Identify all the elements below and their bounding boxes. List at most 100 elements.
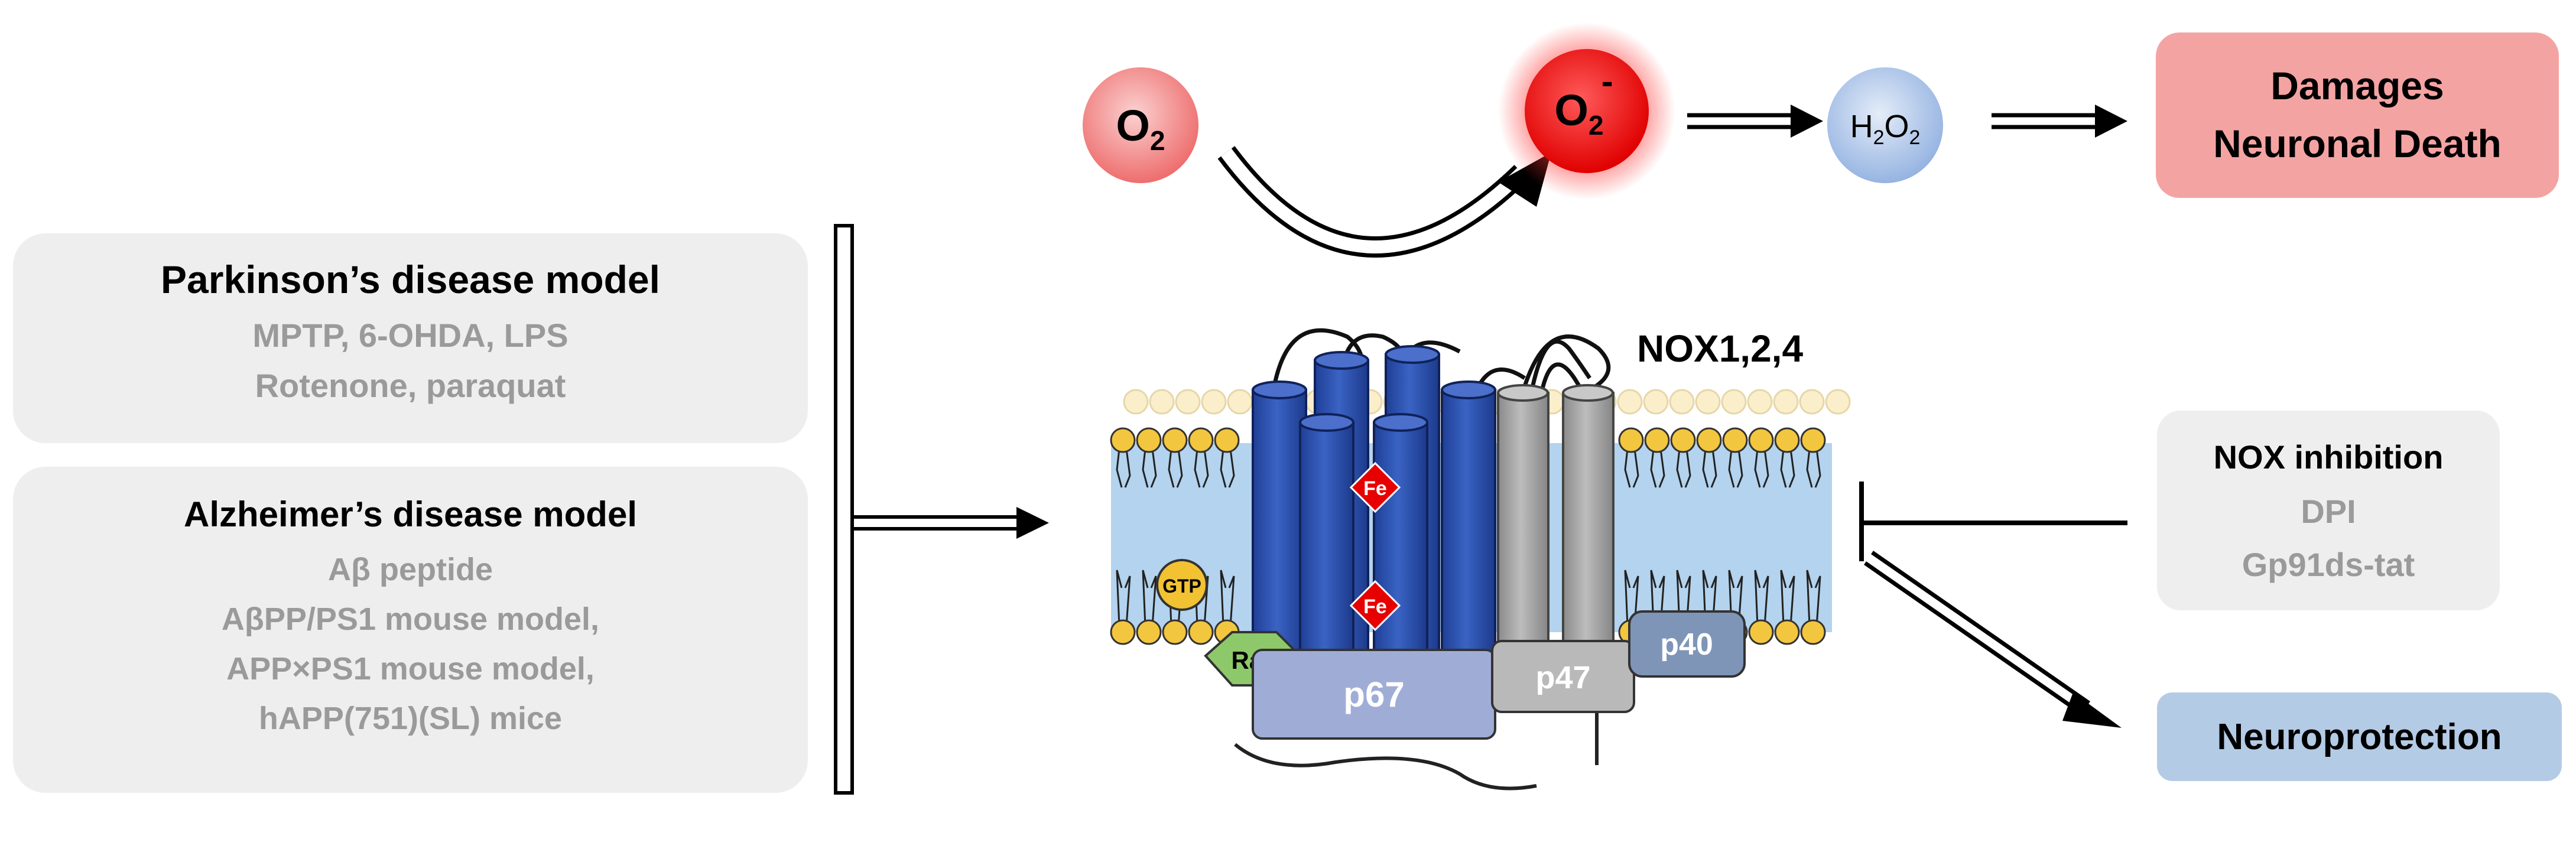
lipid-tail (1754, 448, 1769, 488)
lipid-head (1670, 427, 1696, 453)
lipid-head (1110, 427, 1136, 453)
svg-text:H2O2: H2O2 (1850, 109, 1921, 149)
lipid-tail (1116, 570, 1131, 627)
lipid-head (1162, 427, 1188, 453)
lipid-head (1747, 389, 1773, 415)
lipid-head (1617, 389, 1643, 415)
fe-label: Fe (1363, 596, 1387, 618)
lipid-head (1227, 389, 1253, 415)
lipid-head (1800, 427, 1826, 453)
lipid-tail (1806, 448, 1821, 488)
p40-label: p40 (1660, 627, 1713, 662)
lipid-tail (1220, 448, 1235, 488)
lipid-tail (1728, 570, 1743, 627)
lipid-head (1774, 619, 1800, 645)
lipid-head (1110, 619, 1136, 645)
lipid-tail (1624, 448, 1639, 488)
neuroprotection-label: Neuroprotection (2217, 717, 2502, 757)
fe-label: Fe (1363, 477, 1387, 500)
nox-inhibition-panel: NOX inhibition DPI Gp91ds-tat (2157, 411, 2500, 610)
lipid-head (1643, 389, 1669, 415)
lipid-head (1800, 619, 1826, 645)
parkinson-model-panel: Parkinson’s disease model MPTP, 6-OHDA, … (13, 233, 808, 443)
lipid-head (1748, 427, 1774, 453)
p40-subunit: p40 (1628, 610, 1746, 678)
parkinson-model-line: MPTP, 6-OHDA, LPS (252, 317, 569, 354)
arrow-superoxide-to-h2o2 (1687, 105, 1823, 138)
damage-outcome-line: Damages (2270, 64, 2444, 108)
superoxide-symbol: O (1554, 86, 1589, 135)
lipid-tail (1676, 570, 1691, 627)
lipid-head (1214, 427, 1240, 453)
lipid-head (1162, 619, 1188, 645)
p47-subunit: p47 (1491, 640, 1635, 713)
nox-inhibitor-item: Gp91ds-tat (2242, 546, 2415, 583)
p67-subunit: p67 (1252, 649, 1496, 740)
parkinson-model-line: Rotenone, paraquat (255, 367, 566, 404)
nox-inhibition-title: NOX inhibition (2213, 438, 2444, 476)
lipid-head (1799, 389, 1825, 415)
heme-iron-upper: Fe (1349, 461, 1401, 513)
lipid-tail (1650, 570, 1665, 627)
heme-iron-lower: Fe (1349, 580, 1401, 632)
cytosolic-tail (1234, 743, 1537, 791)
double-arrow-to-nox (852, 507, 1049, 539)
h2o2-o: O (1884, 109, 1909, 144)
lipid-tail (1650, 448, 1665, 488)
alzheimer-model-line: hAPP(751)(SL) mice (258, 701, 563, 736)
lipid-head (1149, 389, 1175, 415)
o2-symbol: O (1116, 101, 1150, 150)
lipid-tail (1780, 448, 1795, 488)
lipid-tail (1780, 570, 1795, 627)
lipid-tail (1194, 448, 1209, 488)
alzheimer-model-line: Aβ peptide (328, 552, 493, 587)
lipid-head (1695, 389, 1721, 415)
lipid-head (1773, 389, 1799, 415)
lipid-head (1618, 427, 1644, 453)
lipid-head (1175, 389, 1201, 415)
lipid-tail (1676, 448, 1691, 488)
lipid-head (1644, 427, 1670, 453)
lipid-tail (1702, 570, 1717, 627)
inhibition-bar (1859, 482, 2127, 561)
o2-subscript: 2 (1150, 125, 1165, 156)
nox-inhibitor-item: DPI (2301, 493, 2356, 530)
lipid-tail (1728, 448, 1743, 488)
double-bar (834, 224, 854, 795)
lipid-head (1748, 619, 1774, 645)
alzheimer-model-panel: Alzheimer’s disease model Aβ peptide AβP… (13, 467, 808, 793)
lipid-head (1136, 619, 1162, 645)
lipid-tail (1142, 570, 1157, 627)
lipid-tail (1220, 570, 1235, 627)
lipid-tail (1806, 570, 1821, 627)
superoxide-subscript: 2 (1589, 110, 1604, 141)
svg-text:O2-: O2- (1554, 61, 1613, 141)
p47-label: p47 (1535, 660, 1590, 695)
gtp-molecule: GTP (1156, 559, 1208, 611)
superoxide-molecule: O2- (1498, 22, 1675, 200)
h2o2-subscript: 2 (1873, 126, 1885, 149)
damage-outcome-box: Damages Neuronal Death (2156, 32, 2559, 198)
arrow-to-neuroprotection (1864, 551, 2122, 728)
curved-conversion-arrow (1217, 146, 1551, 258)
lipid-head (1123, 389, 1149, 415)
lipid-tail (1142, 448, 1157, 488)
damage-outcome-line: Neuronal Death (2213, 122, 2502, 165)
lipid-tail (1702, 448, 1717, 488)
h2o2-subscript: 2 (1909, 126, 1921, 149)
lipid-head (1721, 389, 1747, 415)
neuroprotection-box: Neuroprotection (2157, 692, 2562, 781)
lipid-tail (1168, 448, 1183, 488)
svg-text:O2: O2 (1116, 101, 1165, 156)
gtp-label: GTP (1162, 575, 1201, 597)
lipid-head (1188, 619, 1214, 645)
lipid-head (1188, 427, 1214, 453)
lipid-tail (1116, 448, 1131, 488)
lipid-head (1722, 427, 1748, 453)
lipid-head (1696, 427, 1722, 453)
lipid-head (1669, 389, 1695, 415)
lipid-tail (1624, 570, 1639, 627)
lipid-tail (1754, 570, 1769, 627)
nox-isoform-label: NOX1,2,4 (1637, 327, 1803, 370)
